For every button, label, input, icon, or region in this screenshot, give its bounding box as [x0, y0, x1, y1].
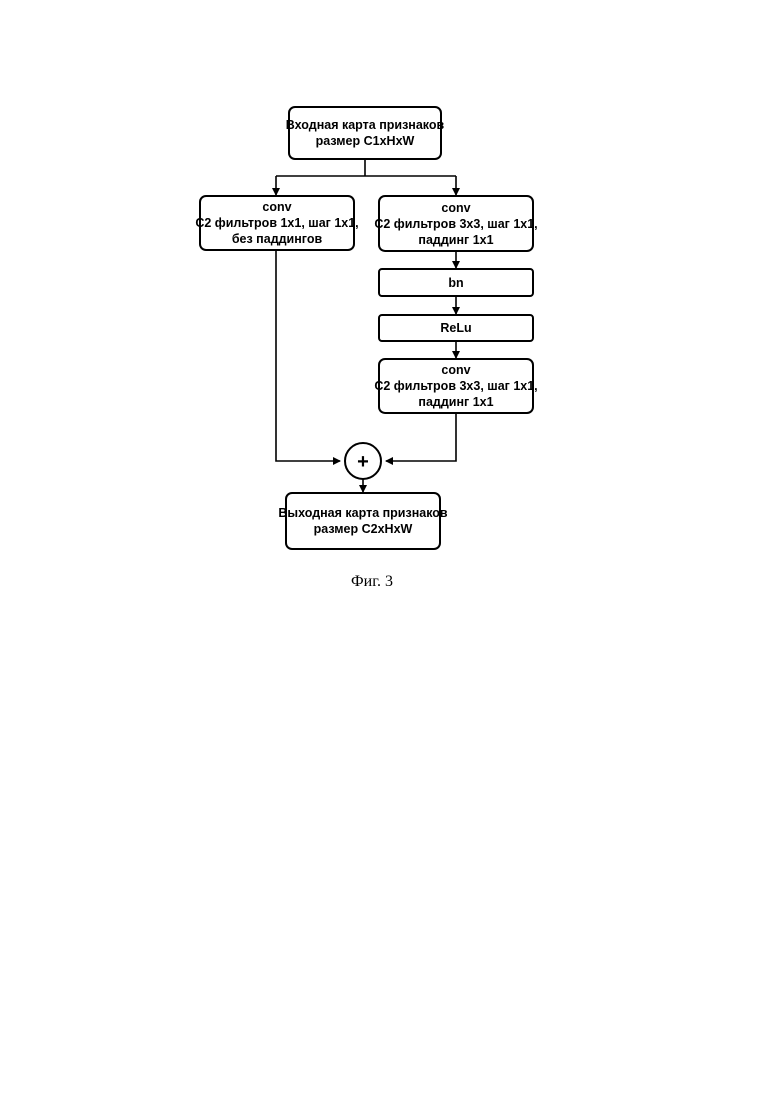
right-conv-2-line-2: C2 фильтров 3x3, шаг 1x1, — [374, 378, 537, 394]
input-node-line-2: размер C1xHxW — [316, 133, 415, 149]
right-conv-1-line-1: conv — [441, 200, 470, 216]
left-conv-line-2: C2 фильтров 1x1, шаг 1x1, — [195, 215, 358, 231]
edge-input-split — [276, 160, 456, 176]
figure-caption: Фиг. 3 — [0, 573, 744, 591]
output-feature-map-node: Выходная карта признаков размер C2xHxW — [285, 492, 441, 550]
relu-node: ReLu — [378, 314, 534, 342]
input-feature-map-node: Входная карта признаков размер C1xHxW — [288, 106, 442, 160]
sum-symbol: + — [357, 451, 369, 473]
left-conv-line-1: conv — [262, 199, 291, 215]
output-node-line-2: размер C2xHxW — [314, 521, 413, 537]
right-conv-1-line-3: паддинг 1x1 — [418, 232, 493, 248]
relu-label: ReLu — [440, 320, 471, 336]
bn-label: bn — [448, 275, 463, 291]
input-node-line-1: Входная карта признаков — [286, 117, 444, 133]
right-conv-2-line-3: паддинг 1x1 — [418, 394, 493, 410]
bn-node: bn — [378, 268, 534, 297]
left-conv-node: conv C2 фильтров 1x1, шаг 1x1, без падди… — [199, 195, 355, 251]
left-conv-line-3: без паддингов — [232, 231, 322, 247]
right-conv-2-line-1: conv — [441, 362, 470, 378]
edge-conv2-sum — [386, 414, 456, 461]
right-conv-2-node: conv C2 фильтров 3x3, шаг 1x1, паддинг 1… — [378, 358, 534, 414]
output-node-line-1: Выходная карта признаков — [278, 505, 447, 521]
edge-left-conv-sum — [276, 251, 340, 461]
right-conv-1-node: conv C2 фильтров 3x3, шаг 1x1, паддинг 1… — [378, 195, 534, 252]
right-conv-1-line-2: C2 фильтров 3x3, шаг 1x1, — [374, 216, 537, 232]
